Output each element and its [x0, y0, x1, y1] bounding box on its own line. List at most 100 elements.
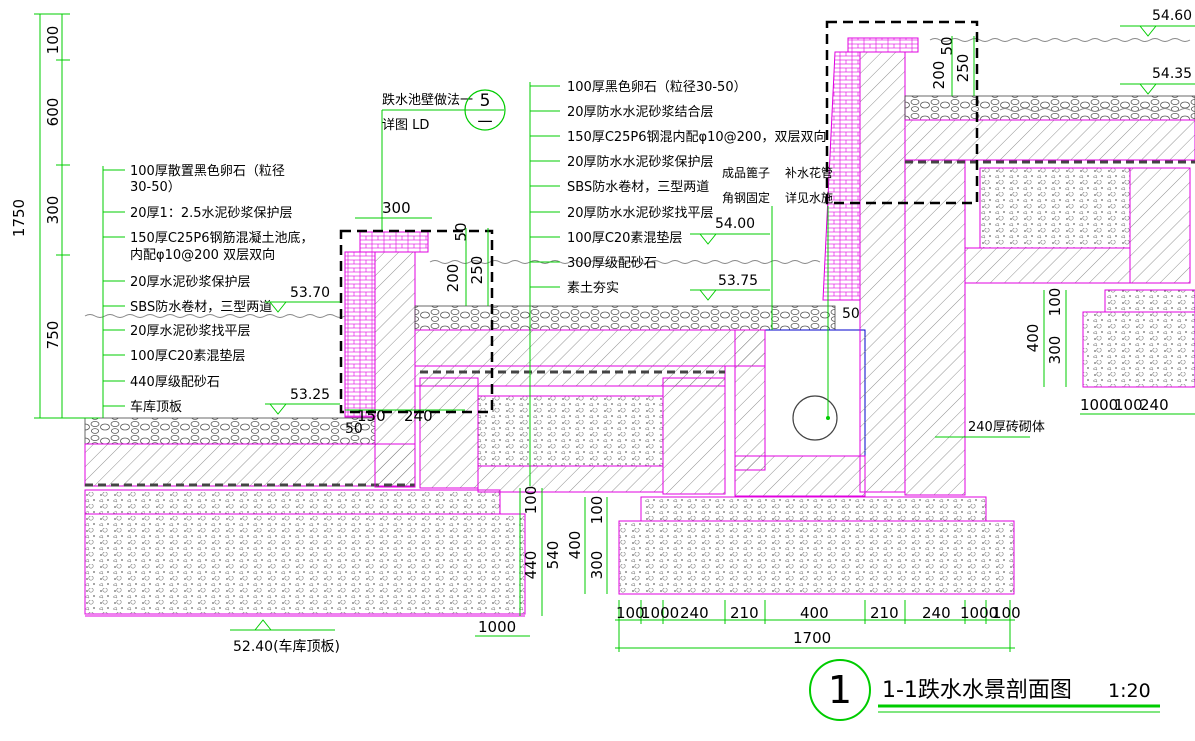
callout-num-bottom: 一: [477, 113, 492, 131]
dim-base-50b: 50: [842, 306, 860, 322]
dim-total: 1700: [793, 629, 831, 647]
upper-slab: [904, 119, 1195, 161]
note-grate-2: 角钢固定: [722, 190, 770, 205]
dim-base-240: 240: [404, 407, 433, 425]
title-number: 1: [828, 668, 852, 712]
mid-wall-left: [419, 377, 479, 489]
dim-wall1-50: 50: [452, 222, 470, 241]
right-footing: [1082, 311, 1195, 388]
dim-bottom-right-2: 240: [1140, 396, 1169, 414]
note-mid-2: 150厚C25P6钢混内配φ10@200，双层双向: [567, 129, 826, 145]
detail-box-1: [339, 229, 494, 414]
elev-53-75: 53.75: [718, 273, 758, 289]
note-left-1: 30-50）: [130, 180, 181, 195]
dim-center-400: 400: [566, 531, 584, 560]
dim-bottom-4: 400: [800, 604, 829, 622]
note-mid-6: 100厚C20素混垫层: [567, 230, 682, 246]
structure: [84, 20, 1195, 617]
dim-bottom-7: 1000: [960, 604, 998, 622]
supply-pipe: [792, 395, 838, 441]
wall-2-concrete: [859, 51, 906, 493]
wall-1-brick-face: [344, 251, 376, 418]
callout-circle: [464, 89, 506, 131]
dim-bottom-2: 240: [680, 604, 709, 622]
dim-bottom-1: 1000: [641, 604, 679, 622]
note-left-0: 100厚散置黑色卵石（粒径: [130, 163, 285, 179]
water-surface-mid: [429, 260, 821, 264]
note-left-3: 150厚C25P6钢筋混凝土池底，: [130, 230, 314, 246]
drain-floor: [734, 455, 866, 497]
drain-wall-left: [734, 329, 766, 471]
mid-fill: [477, 395, 664, 467]
mid-pebble-layer: [414, 305, 836, 331]
note-left-2: 20厚1：2.5水泥砂浆保护层: [130, 206, 293, 221]
dim-base-50a: 50: [345, 421, 363, 437]
note-mid-5: 20厚防水水泥砂浆找平层: [567, 205, 714, 221]
wall-1-brick: [359, 231, 429, 253]
dim-right-300: 300: [1046, 336, 1064, 365]
callout-ref: 详图 LD: [382, 118, 429, 133]
wall-1-concrete: [374, 251, 416, 488]
left-pebble-layer: [84, 417, 376, 445]
left-notes: 100厚散置黑色卵石（粒径 30-50） 20厚1：2.5水泥砂浆保护层 150…: [102, 163, 314, 418]
dim-left-750: 750: [44, 321, 62, 350]
note-left-6: SBS防水卷材，三型两道: [130, 299, 272, 315]
note-wall: 240厚砖砌体: [968, 420, 1045, 435]
note-mid-3: 20厚防水水泥砂浆保护层: [567, 154, 714, 170]
dim-bottom-0: 100: [616, 604, 645, 622]
center-footing-cushion: [640, 496, 987, 522]
elev-53-70: 53.70: [290, 285, 330, 301]
drain-channel: [764, 329, 866, 457]
note-mid-8: 素土夯实: [567, 281, 619, 296]
upper-base: [964, 247, 1131, 284]
dim-under: 1000: [478, 618, 516, 636]
title-circle: [809, 659, 871, 721]
elev-53-25: 53.25: [290, 387, 330, 403]
dim-center-100b: 100: [588, 496, 606, 525]
dim-bottom-8: 100: [992, 604, 1021, 622]
dim-left-1750: 1750: [10, 199, 28, 237]
left-slab: [84, 443, 416, 487]
right-dimensions: 400 300 100: [1024, 288, 1067, 387]
upper-pebble-layer: [904, 95, 1195, 121]
elev-54-60: 54.60: [1152, 8, 1192, 24]
dim-right-400: 400: [1024, 324, 1042, 353]
left-dimensions: 100 600 300 750 1750: [10, 13, 100, 419]
mid-base: [477, 465, 664, 493]
dim-wall2-250: 250: [954, 54, 972, 83]
center-footing: [618, 520, 1015, 595]
dim-right-100: 100: [1046, 288, 1064, 317]
elevations: 54.60 54.35 54.00 53.75 53.70 53.25 52.4…: [230, 8, 1195, 655]
title-scale: 1:20: [1108, 680, 1151, 702]
dim-base-150: 150: [357, 407, 386, 425]
title-name: 1-1跌水水景剖面图: [882, 678, 1072, 703]
drawing-title: 1 1-1跌水水景剖面图 1:20: [809, 659, 1160, 721]
right-footing-cushion: [1104, 289, 1195, 313]
dim-bottom-right-1: 100: [1114, 396, 1143, 414]
dim-left-100: 100: [44, 26, 62, 55]
water-surface-upper: [929, 38, 1191, 42]
upper-fill: [979, 167, 1131, 249]
note-supply-2: 详见水施: [785, 190, 833, 205]
note-left-5: 20厚水泥砂浆保护层: [130, 275, 251, 290]
note-supply-1: 补水花管: [785, 165, 833, 180]
note-left-10: 车库顶板: [130, 399, 182, 415]
dim-bottom-3: 210: [730, 604, 759, 622]
left-gravel-layer: [84, 513, 526, 615]
wall-dimensions: 300 50 200 250 50 200 250 150 240 50 50: [345, 36, 975, 437]
bottom-dimensions: 100 1000 240 210 400 210 240 1000 100 17…: [475, 396, 1195, 652]
dim-bottom-right-0: 1000: [1080, 396, 1118, 414]
dim-left-600: 600: [44, 98, 62, 127]
dim-center-440: 440: [522, 551, 540, 580]
note-left-4: 内配φ10@200 双层双向: [130, 247, 275, 263]
elev-54-00: 54.00: [715, 216, 755, 232]
right-notes: 成品篦子 角钢固定 补水花管 详见水施 240厚砖砌体: [722, 165, 1045, 438]
dim-center-300: 300: [588, 551, 606, 580]
elev-52-40: 52.40(车库顶板): [233, 638, 340, 655]
dim-bottom-5: 210: [870, 604, 899, 622]
upper-wall-right: [1129, 167, 1191, 284]
dim-wall2-50: 50: [938, 36, 956, 55]
note-mid-0: 100厚黑色卵石（粒径30-50）: [567, 79, 747, 95]
dim-center-100: 100: [522, 486, 540, 515]
